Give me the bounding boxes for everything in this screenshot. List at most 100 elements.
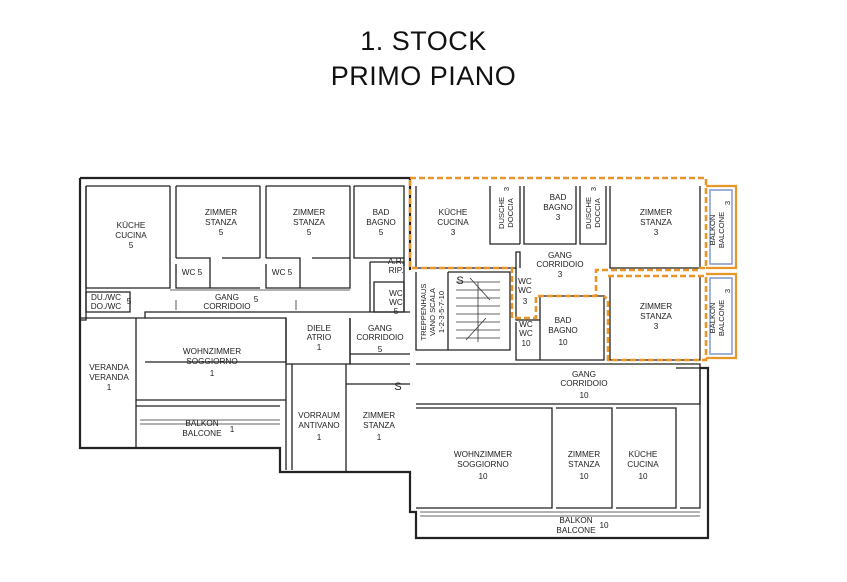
room-label-balkon-1-l1: BALKON [185,419,218,428]
room-label-zimmer-1-l3: 1 [377,433,382,442]
room-label-du-wc-num: 5 [127,297,132,306]
room-label-wc-10-l2: WC [519,329,533,338]
room-label-du-wc-l1: DU./WC [91,293,121,302]
room-label-bad-10-l1: BAD [555,316,572,325]
room-label-bad-5-l2: BAGNO [366,218,396,227]
room-label-bad-3-l3: 3 [556,213,561,222]
room-label-kueche-3-l1: KÜCHE [439,207,468,217]
room-label-wc-3-l3: 3 [523,297,528,306]
room-label-bad-3-l1: BAD [550,193,567,202]
room-label-zimmer-10-l3: 10 [579,472,589,481]
room-label-zimmer-5b-l2: STANZA [293,218,325,227]
unit-10-walls [416,295,701,517]
apartment-3-highlight [408,176,738,362]
vlabel-treppenhaus-l2: VANO SCALA [428,287,437,336]
svg-text:A.R.RIP.: A.R.RIP. [388,257,404,275]
room-label-wohnzimmer-10-l1: WOHNZIMMER [454,450,512,459]
room-label-bad-3-l2: BAGNO [543,203,573,212]
room-label-bad-5-l3: 5 [379,228,384,237]
vlabel-dusche-3a-num: 3 [502,187,511,191]
vlabel-treppenhaus-l1: TREPPENHAUS [419,284,428,341]
room-label-veranda-l3: 1 [107,383,112,392]
room-label-vorraum-l3: 1 [317,433,322,442]
room-label-gang-5b-l2: CORRIDOIO [356,333,403,342]
vlabel-balkon-3b-l2: BALCONE [717,300,726,336]
room-label-bad-10-l2: BAGNO [548,326,578,335]
room-label-wc-5c-l2: WC [389,298,403,307]
room-label-balkon-10-num: 10 [599,521,609,530]
vlabel-dusche-3b-num: 3 [589,187,598,191]
room-label-balkon-1-num: 1 [230,425,235,434]
room-label-veranda-l1: VERANDA [89,363,129,372]
room-label-wc-10-l3: 10 [521,339,531,348]
room-label-gang-10-l1: GANG [572,370,596,379]
room-label-gang-3-l3: 3 [558,270,563,279]
room-label-gang-3-l1: GANG [548,251,572,260]
room-label-gang-5b-l1: GANG [368,324,392,333]
room-label-zimmer-3b-l3: 3 [654,322,659,331]
stair-mark-upper: S [456,275,463,287]
outer-walls [78,176,710,540]
room-label-kueche-10-l1: KÜCHE [629,449,658,459]
vlabel-balkon-3b-l1: BALKON [708,303,717,334]
room-label-zimmer-1-l2: STANZA [363,421,395,430]
room-label-zimmer-3a-l2: STANZA [640,218,672,227]
room-label-kueche-5-l1: KÜCHE [117,220,146,230]
room-label-balkon-10-l2: BALCONE [556,526,596,535]
room-label-diele-l3: 1 [317,343,322,352]
plan-subtitle: PRIMO PIANO [330,61,517,91]
room-label-bad-10-l3: 10 [558,338,568,347]
vlabel-balkon-3a-l1: BALKON [708,215,717,246]
room-label-gang-10-l3: 10 [579,391,589,400]
room-label-kueche-3-l2: CUCINA [437,218,469,227]
vertical-labels: DUSCHE DOCCIA 3 DUSCHE DOCCIA 3 BALKON B… [419,187,732,341]
vlabel-balkon-3a-l2: BALCONE [717,212,726,248]
room-label-veranda-l2: VERANDA [89,373,129,382]
vlabel-balkon-3b-num: 3 [723,289,732,293]
room-label-diele-l1: DIELE [307,324,331,333]
room-label-vorraum-l2: ANTIVANO [298,421,339,430]
stair-marks: S S [394,275,463,393]
vlabel-dusche-3a-l1: DUSCHE [497,197,506,229]
room-label-du-wc-l2: DO./WC [91,302,122,311]
vlabel-dusche-3b-l2: DOCCIA [593,197,602,227]
room-label-wohnzimmer-10-l3: 10 [478,472,488,481]
room-label-wohnzimmer-10-l2: SOGGIORNO [457,460,508,469]
room-label-kueche-10-l3: 10 [638,472,648,481]
room-label-zimmer-3a-l1: ZIMMER [640,208,672,217]
room-label-wc-5c-l3: 5 [394,307,399,316]
room-label-zimmer-5a-l2: STANZA [205,218,237,227]
room-label-zimmer-1-l1: ZIMMER [363,411,395,420]
room-label-gang-10-l2: CORRIDOIO [560,379,607,388]
room-label-kueche-3-l3: 3 [451,228,456,237]
room-label-vorraum-l1: VORRAUM [298,411,340,420]
room-label-gang-5-l1: GANG [215,293,239,302]
room-label-balkon-10-l1: BALKON [559,516,592,525]
vlabel-dusche-3a-l2: DOCCIA [506,197,515,227]
room-label-wc-10-l1: WC [519,320,533,329]
room-label-zimmer-3a-l3: 3 [654,228,659,237]
room-label-wc-5b: WC 5 [272,268,293,277]
room-label-zimmer-10-l2: STANZA [568,460,600,469]
room-label-wc-5c-l1: WC [389,289,403,298]
unit-5-walls [80,186,410,319]
room-label-kueche-5-l3: 5 [129,241,134,250]
plan-title: 1. STOCK [360,26,487,56]
vlabel-balkon-3a-num: 3 [723,201,732,205]
